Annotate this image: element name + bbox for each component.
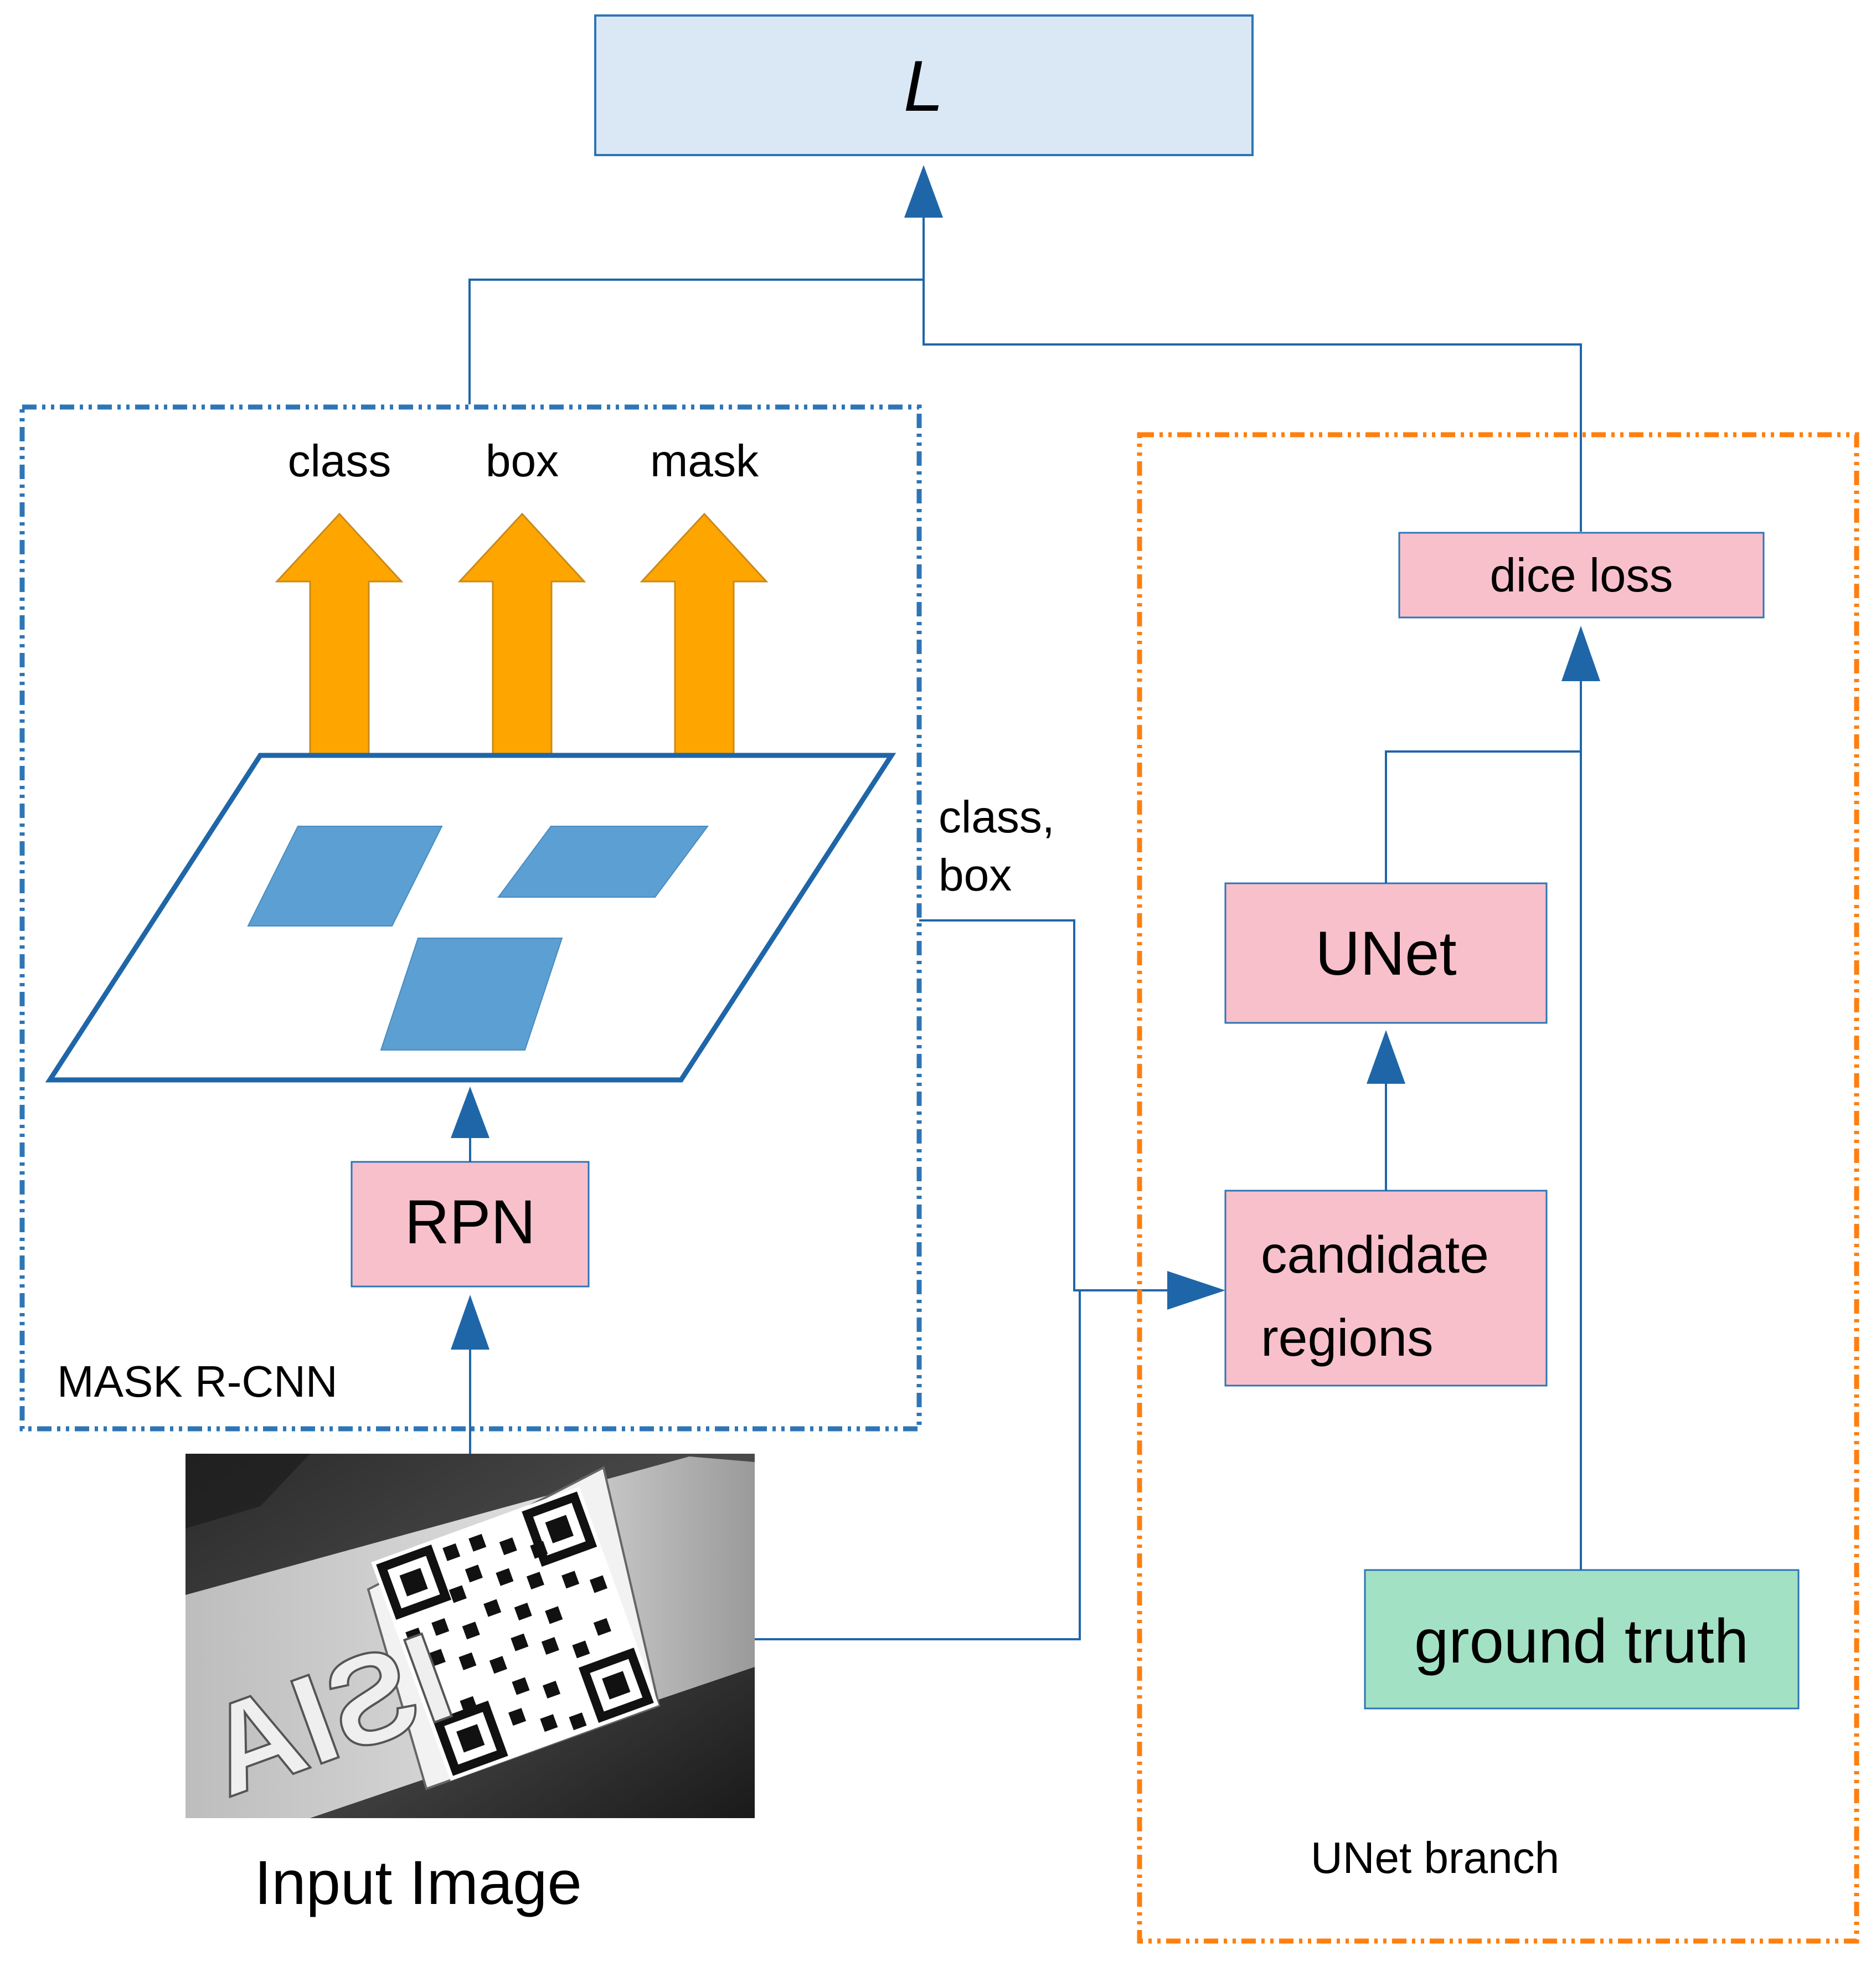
ground-truth-box: ground truth xyxy=(1364,1569,1800,1710)
connector-label-line2: box xyxy=(939,850,1012,900)
unet-box: UNet xyxy=(1224,882,1548,1024)
candidate-regions-box: candidate regions xyxy=(1224,1190,1548,1387)
ground-truth-label: ground truth xyxy=(1414,1607,1749,1676)
input-image: ISIA xyxy=(185,1454,755,1825)
output-label-box: box xyxy=(486,436,559,486)
unet-up-arrowhead xyxy=(1367,1030,1405,1084)
mask-rcnn-to-candidates-line xyxy=(919,919,1179,1291)
background-object xyxy=(185,1454,310,1528)
candidate-regions-label-line2: regions xyxy=(1261,1309,1434,1367)
unet-label: UNet xyxy=(1315,919,1456,988)
rpn-label: RPN xyxy=(405,1187,535,1257)
connector-label-line1: class, xyxy=(939,792,1055,842)
dice-loss-label: dice loss xyxy=(1490,549,1673,602)
image-up-arrowhead xyxy=(451,1295,489,1350)
dice-up-arrowhead xyxy=(1561,626,1600,681)
loss-arrowhead xyxy=(904,165,943,218)
class-output-arrow xyxy=(275,512,404,793)
output-arrows xyxy=(275,512,769,793)
mask-rcnn-to-loss-line xyxy=(468,279,924,404)
unet-branch-frame xyxy=(1137,432,1859,1944)
box-output-arrow xyxy=(457,512,586,793)
roi-patch xyxy=(380,938,563,1051)
roi-patches xyxy=(247,826,709,1051)
candidate-regions-label-line1: candidate xyxy=(1261,1226,1489,1284)
roi-patch xyxy=(247,826,443,927)
detections-connector xyxy=(755,919,1179,1640)
output-label-mask: mask xyxy=(650,436,759,486)
input-image-caption: Input Image xyxy=(254,1848,582,1917)
output-label-class: class xyxy=(288,436,391,486)
unet-to-dice-line xyxy=(1385,750,1581,883)
dice-loss-box: dice loss xyxy=(1398,532,1765,619)
loss-connectors xyxy=(468,216,1582,532)
mask-rcnn-title: MASK R-CNN xyxy=(57,1357,338,1406)
qr-code xyxy=(371,1486,659,1781)
roi-patch xyxy=(497,826,709,898)
loss-label: L xyxy=(904,45,944,126)
candidates-arrowhead xyxy=(1167,1271,1225,1310)
rpn-box: RPN xyxy=(351,1161,590,1288)
loss-box: L xyxy=(594,14,1254,156)
unet-branch-title: UNet branch xyxy=(1311,1833,1559,1882)
mask-output-arrow xyxy=(640,512,769,793)
unet-branch-connectors xyxy=(1385,673,1582,1570)
mask-rcnn-frame xyxy=(19,404,922,1432)
image-to-candidates-line xyxy=(755,1290,1081,1640)
rpn-up-arrowhead xyxy=(451,1087,489,1138)
dice-to-loss-line xyxy=(922,216,1582,532)
